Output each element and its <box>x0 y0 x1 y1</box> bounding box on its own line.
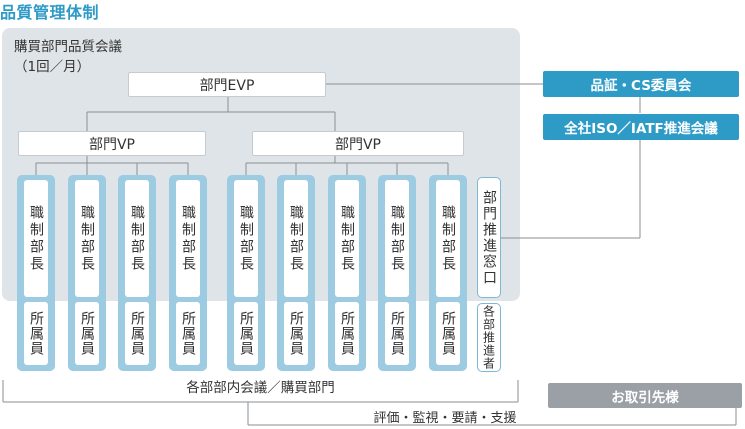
member-label: 所属員 <box>440 311 456 356</box>
dept-meeting-label: 各部部内会議／購買部門 <box>186 380 335 396</box>
manager-label: 職制部長 <box>389 204 405 273</box>
manager-column: 職制部長所属員 <box>227 175 265 371</box>
meeting-name: 購買部門品質会議 <box>14 39 122 55</box>
promoter-box: 各部推進者 <box>477 303 501 372</box>
promotion-window-box: 部門推進窓口 <box>477 177 501 298</box>
member-label: 所属員 <box>180 311 196 356</box>
manager-label: 職制部長 <box>339 204 355 273</box>
manager-box: 職制部長 <box>436 180 460 297</box>
member-label: 所属員 <box>238 311 254 356</box>
promoter-label: 各部推進者 <box>481 305 496 370</box>
manager-label: 職制部長 <box>288 204 304 273</box>
manager-box: 職制部長 <box>335 180 359 297</box>
evp-box: 部門EVP <box>128 72 326 97</box>
manager-label: 職制部長 <box>129 204 145 273</box>
meeting-frequency: （1回／月） <box>14 58 91 75</box>
member-label: 所属員 <box>389 311 405 356</box>
member-box: 所属員 <box>75 302 99 365</box>
manager-box: 職制部長 <box>176 180 200 297</box>
vp-box-right: 部門VP <box>252 131 464 156</box>
member-label: 所属員 <box>79 311 95 356</box>
iso-iatf-meeting: 全社ISO／IATF推進会議 <box>543 114 739 140</box>
member-label: 所属員 <box>288 311 304 356</box>
support-label: 評価・監視・要請・支援 <box>373 411 517 426</box>
manager-column: 職制部長所属員 <box>17 175 55 371</box>
member-box: 所属員 <box>335 302 359 365</box>
manager-label: 職制部長 <box>79 204 95 273</box>
member-label: 所属員 <box>129 311 145 356</box>
member-box: 所属員 <box>436 302 460 365</box>
manager-box: 職制部長 <box>125 180 149 297</box>
manager-column: 職制部長所属員 <box>378 175 416 371</box>
quality-cs-committee: 品証・CS委員会 <box>543 71 739 97</box>
promotion-window-label: 部門推進窓口 <box>481 189 497 286</box>
member-box: 所属員 <box>125 302 149 365</box>
page-title: 品質管理体制 <box>0 3 100 22</box>
manager-label: 職制部長 <box>238 204 254 273</box>
member-box: 所属員 <box>24 302 48 365</box>
meeting-heading: 購買部門品質会議 （1回／月） <box>14 38 122 77</box>
suppliers-box: お取引先様 <box>548 383 742 408</box>
manager-box: 職制部長 <box>234 180 258 297</box>
manager-label: 職制部長 <box>28 204 44 273</box>
manager-column: 職制部長所属員 <box>118 175 156 371</box>
member-label: 所属員 <box>339 311 355 356</box>
manager-label: 職制部長 <box>180 204 196 273</box>
manager-label: 職制部長 <box>440 204 456 273</box>
vp-box-left: 部門VP <box>18 131 206 156</box>
member-box: 所属員 <box>234 302 258 365</box>
member-box: 所属員 <box>284 302 308 365</box>
manager-column: 職制部長所属員 <box>429 175 467 371</box>
member-box: 所属員 <box>385 302 409 365</box>
manager-box: 職制部長 <box>284 180 308 297</box>
manager-column: 職制部長所属員 <box>169 175 207 371</box>
member-box: 所属員 <box>176 302 200 365</box>
manager-column: 職制部長所属員 <box>277 175 315 371</box>
manager-box: 職制部長 <box>24 180 48 297</box>
manager-box: 職制部長 <box>75 180 99 297</box>
manager-box: 職制部長 <box>385 180 409 297</box>
manager-column: 職制部長所属員 <box>68 175 106 371</box>
member-label: 所属員 <box>28 311 44 356</box>
manager-column: 職制部長所属員 <box>328 175 366 371</box>
